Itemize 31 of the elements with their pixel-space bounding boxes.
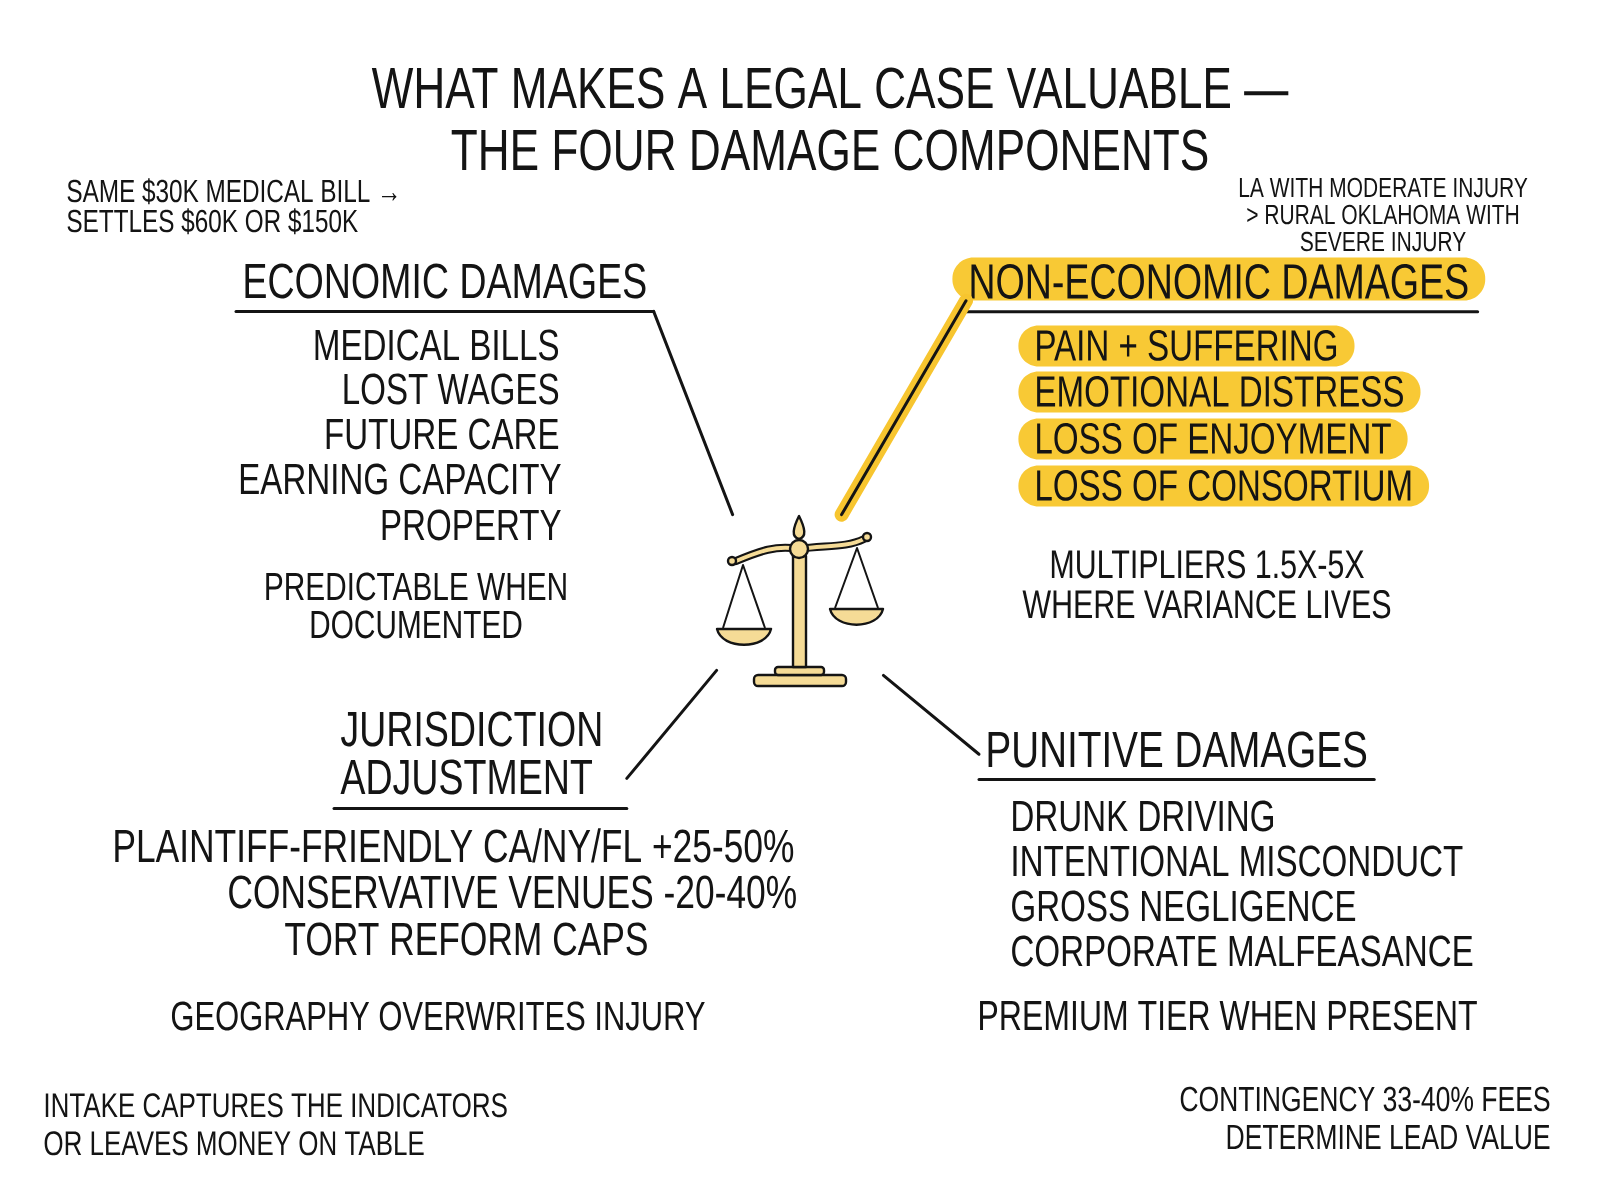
note: SAME $30K MEDICAL BILL → SETTLES $60K OR $150K — [67, 178, 397, 235]
highlighted-item: PAIN + SUFFERING — [1018, 325, 1355, 367]
title: WHAT MAKES A LEGAL CASE VALUABLE — THE FOUR DAMAGE COMPONENTS — [371, 67, 1289, 171]
list-item: CONSERVATIVE VENUES -20-40% — [229, 875, 796, 909]
connector-line — [625, 668, 719, 780]
summary-note: MULTIPLIERS 1.5X-5X WHERE VARIANCE LIVES — [1022, 550, 1391, 619]
summary-note: GEOGRAPHY OVERWRITES INJURY — [171, 1001, 705, 1031]
highlighted-item: LOSS OF ENJOYMENT — [1018, 418, 1408, 460]
highlighted-item: EMOTIONAL DISTRESS — [1018, 371, 1421, 413]
footnote: CONTINGENCY 33-40% FEES DETERMINE LEAD VALUE — [1180, 1086, 1550, 1150]
list-item: EARNING CAPACITY — [240, 463, 561, 495]
footnote: INTAKE CAPTURES THE INDICATORS OR LEAVES MONEY ON TABLE — [44, 1093, 507, 1156]
highlighted-heading: NON-ECONOMIC DAMAGES — [952, 257, 1486, 314]
connector-line — [834, 293, 973, 522]
heading: PUNITIVE DAMAGES — [977, 731, 1376, 781]
highlighted-item: LOSS OF CONSORTIUM — [1018, 465, 1430, 507]
list-item: INTENTIONAL MISCONDUCT — [1013, 845, 1463, 877]
list-item: LOST WAGES — [344, 373, 559, 405]
list-item: FUTURE CARE — [326, 418, 559, 450]
heading: ECONOMIC DAMAGES — [234, 263, 656, 313]
heading: JURISDICTION ADJUSTMENT — [332, 711, 629, 810]
connector-line — [652, 309, 735, 517]
list-item: TORT REFORM CAPS — [285, 922, 647, 956]
summary-note: PREDICTABLE WHEN DOCUMENTED — [266, 572, 566, 639]
list-item: GROSS NEGLIGENCE — [1012, 890, 1356, 922]
list-item: PROPERTY — [382, 509, 561, 541]
connector-line — [881, 673, 981, 756]
summary-note: PREMIUM TIER WHEN PRESENT — [980, 1000, 1477, 1031]
note: LA WITH MODERATE INJURY > RURAL OKLAHOMA WITH SEVERE INJURY — [1239, 177, 1528, 252]
scales-drawing — [715, 514, 885, 688]
list-item: CORPORATE MALFEASANCE — [1012, 935, 1473, 967]
